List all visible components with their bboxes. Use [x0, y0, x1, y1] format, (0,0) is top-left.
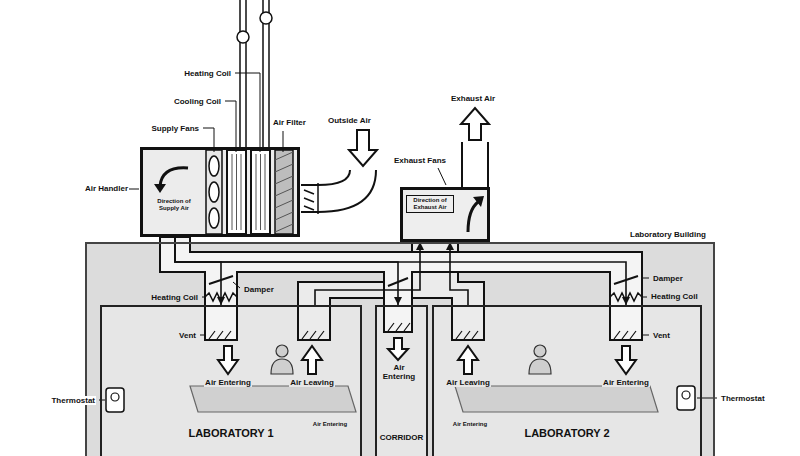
- filter-hatch: [275, 152, 293, 232]
- vent-louver: [209, 323, 636, 339]
- intake-louver: [304, 183, 318, 214]
- part-label: Outside Air: [327, 116, 372, 125]
- exhaust-stack: [462, 142, 488, 187]
- supply-fan: [209, 208, 219, 228]
- air-leaving-arrow: [302, 346, 322, 374]
- airflow-connector: [175, 237, 398, 305]
- air-handler-ground: [140, 147, 300, 237]
- air-entering-arrow: [218, 346, 238, 374]
- room-name: CORRIDOR: [377, 433, 426, 442]
- heating-coil: [251, 150, 270, 234]
- arrow-head: [154, 184, 166, 193]
- leader-line: [438, 168, 446, 185]
- exhaust-fan-box: Direction of Exhaust Air: [400, 187, 490, 242]
- part-label: Thermostat: [720, 394, 766, 403]
- thermostat-dial: [682, 391, 690, 399]
- air-handler: Air HandlerDirection of Supply Air: [140, 147, 300, 237]
- node-note: Direction of Exhaust Air: [406, 195, 454, 213]
- part-label: Air Filter: [272, 118, 307, 127]
- valve-symbol: [260, 12, 272, 24]
- lab-worker: [271, 359, 293, 374]
- lab-worker: [534, 345, 546, 357]
- part-label: Air Entering: [602, 378, 650, 387]
- outside-air-arrow: [349, 130, 377, 166]
- part-label: Air Entering: [312, 421, 348, 428]
- part-label: Air Entering: [204, 378, 252, 387]
- leader-line: [129, 189, 139, 190]
- supply-fan: [209, 182, 219, 202]
- lab-worker: [276, 345, 288, 357]
- leader-line: [235, 73, 260, 152]
- lab-bench: [190, 386, 356, 412]
- node-heading: Laboratory Building: [629, 230, 707, 239]
- leader-line: [99, 278, 717, 400]
- exhaust-box-ground: [400, 187, 490, 242]
- part-label: Damper: [652, 274, 684, 283]
- coil-tubes: [256, 154, 265, 230]
- airflow-arrow: [468, 202, 478, 232]
- thermostat-symbol: [677, 386, 695, 410]
- thermostat-symbol: [106, 388, 124, 412]
- thermostat-dial: [111, 393, 119, 401]
- part-label: Heating Coil: [150, 293, 199, 302]
- air-filter: [275, 150, 293, 234]
- part-label: Vent: [652, 331, 671, 340]
- cooling-coil: [227, 150, 246, 234]
- leader-line: [225, 101, 236, 152]
- lab-bench: [455, 386, 658, 412]
- airflow-arrow: [160, 168, 188, 186]
- laboratory-building: Laboratory BuildingLABORATORY 1CORRIDORL…: [85, 242, 715, 456]
- airflow-connector: [175, 237, 626, 305]
- airflow-connector: [315, 242, 420, 305]
- lab-worker: [529, 359, 551, 374]
- intake-duct: [301, 170, 376, 212]
- room-name: LABORATORY 2: [434, 427, 700, 440]
- part-label: Heating Coil: [650, 292, 699, 301]
- part-label: Air Entering: [452, 421, 488, 428]
- part-label: Air Leaving: [445, 378, 491, 387]
- part-label: Damper: [243, 285, 275, 294]
- air-leaving-arrow: [458, 346, 478, 374]
- node-note: Direction of Supply Air: [149, 198, 199, 212]
- valve-symbol: [237, 31, 249, 43]
- part-label: Vent: [178, 331, 197, 340]
- arrow-head: [473, 196, 484, 207]
- part-label: Air Entering: [378, 363, 420, 381]
- air-entering-arrow: [388, 338, 408, 360]
- part-label: Air Leaving: [289, 378, 335, 387]
- exhaust-air-arrow: [461, 108, 489, 140]
- part-label: Heating Coil: [183, 69, 232, 78]
- part-label: Exhaust Fans: [393, 156, 447, 165]
- part-label: Thermostat: [50, 396, 96, 405]
- air-entering-arrow: [616, 346, 636, 374]
- supply-fan: [209, 156, 219, 176]
- node-heading: Air Handler: [84, 184, 129, 193]
- airflow-connector: [450, 242, 468, 305]
- part-label: Exhaust Air: [450, 94, 496, 103]
- fan-housing: [206, 150, 222, 234]
- part-label: Supply Fans: [150, 124, 200, 133]
- room-name: LABORATORY 1: [102, 427, 360, 440]
- coil-tubes: [232, 154, 241, 230]
- part-label: Cooling Coil: [173, 97, 222, 106]
- supply-duct: [160, 237, 642, 340]
